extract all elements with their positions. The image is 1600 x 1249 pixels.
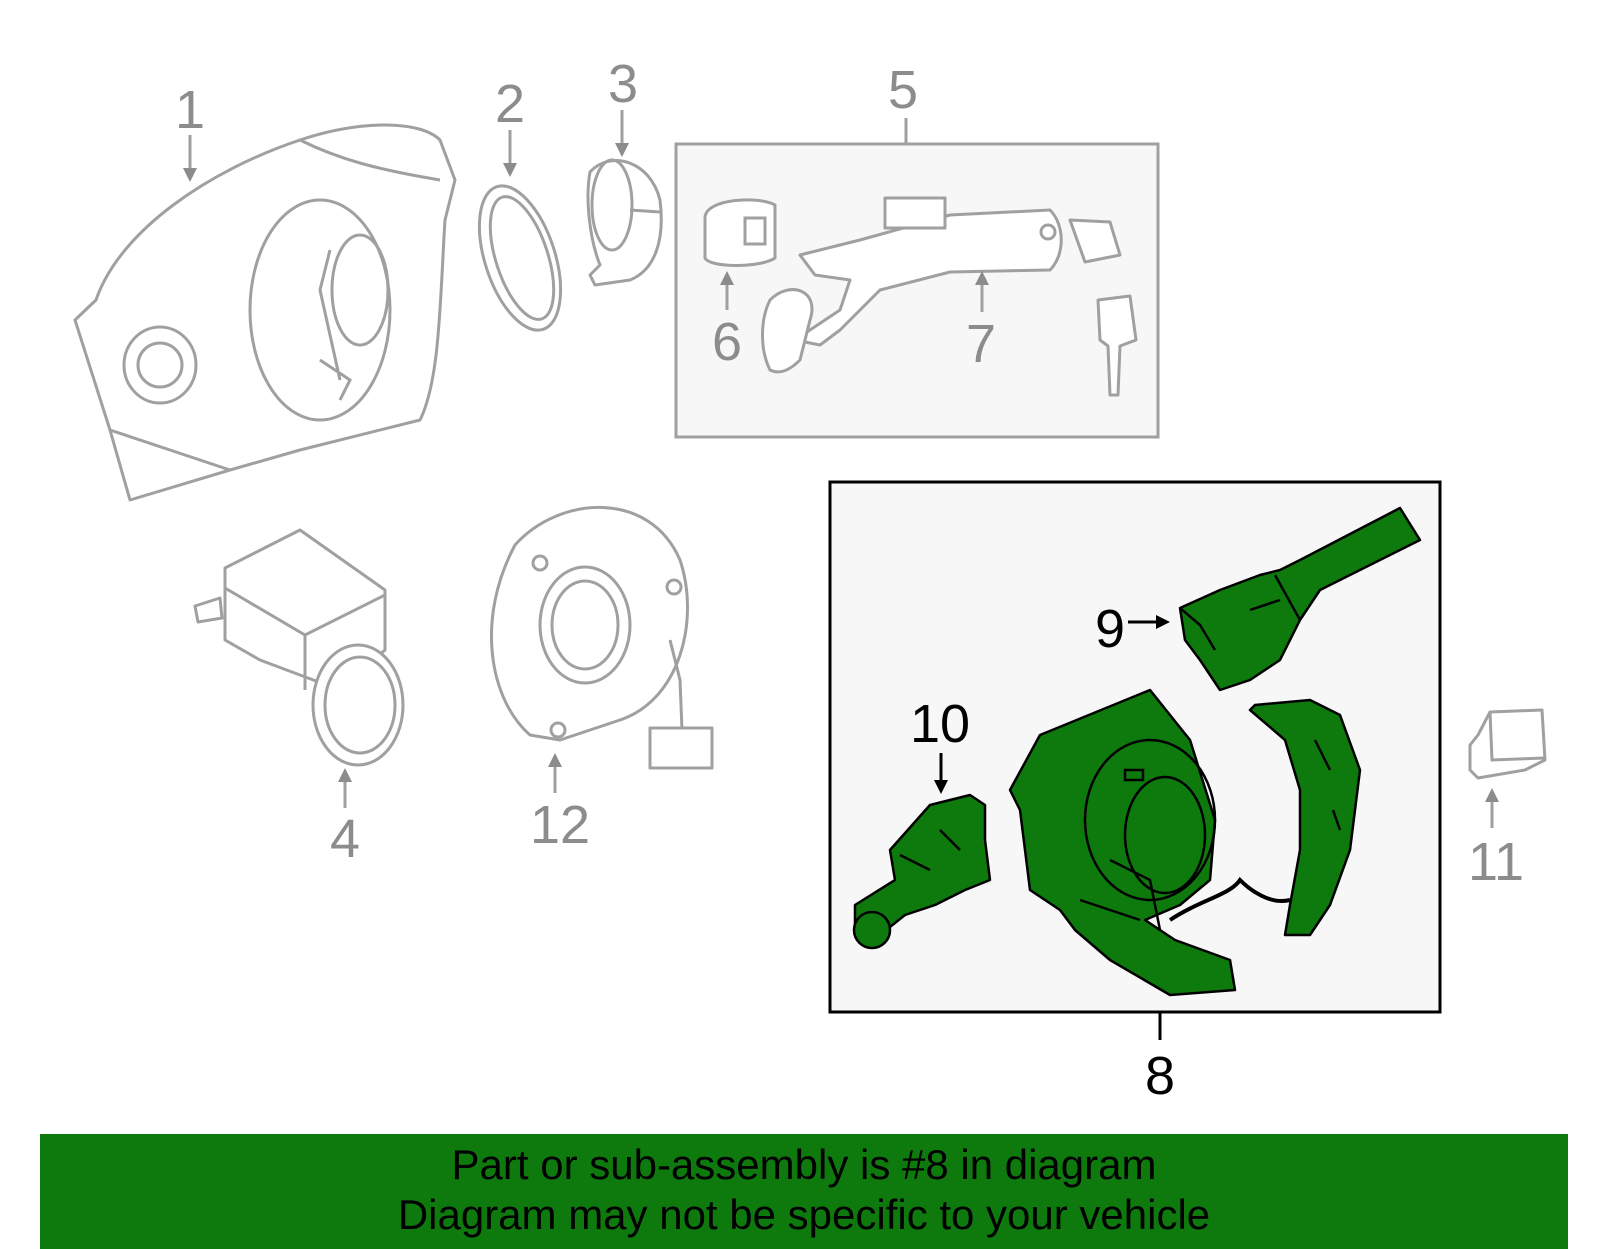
info-banner: Part or sub-assembly is #8 in diagram Di… xyxy=(40,1134,1568,1249)
callout-9: 9 xyxy=(1095,599,1170,659)
svg-text:1: 1 xyxy=(175,80,205,140)
part-8-wire xyxy=(1168,876,1291,922)
svg-text:6: 6 xyxy=(712,312,742,372)
svg-text:8: 8 xyxy=(1145,1046,1175,1106)
callout-12: 12 xyxy=(530,753,590,855)
callout-11: 11 xyxy=(1468,788,1524,892)
svg-text:9: 9 xyxy=(1095,599,1125,659)
part-8-clock-spring-green xyxy=(1008,688,1237,997)
svg-text:11: 11 xyxy=(1468,832,1524,892)
part-12-clock-spring xyxy=(489,506,714,770)
svg-text:7: 7 xyxy=(966,314,996,374)
callout-10: 10 xyxy=(910,694,970,794)
banner-line-1: Part or sub-assembly is #8 in diagram xyxy=(451,1141,1157,1188)
part-11-connector xyxy=(1468,708,1547,780)
banner-line-2: Diagram may not be specific to your vehi… xyxy=(397,1191,1211,1238)
part-key xyxy=(1096,294,1138,397)
part-3-sleeve xyxy=(586,158,663,287)
callout-4: 4 xyxy=(330,768,360,869)
part-9-wiper-switch xyxy=(1178,506,1422,692)
part-4-module xyxy=(193,528,405,767)
part-6-switch: 6 xyxy=(703,198,777,372)
callout-3: 3 xyxy=(608,54,638,157)
callout-2: 2 xyxy=(495,74,525,177)
svg-text:10: 10 xyxy=(910,694,970,754)
callout-1: 1 xyxy=(175,80,205,182)
part-7-lock-housing: 7 xyxy=(761,196,1122,374)
part-2-ring xyxy=(477,184,563,332)
part-1-column-shroud xyxy=(73,123,457,502)
svg-text:2: 2 xyxy=(495,74,525,134)
svg-text:12: 12 xyxy=(530,795,590,855)
svg-text:4: 4 xyxy=(330,809,360,869)
part-10-light-switch xyxy=(852,793,992,950)
svg-text:3: 3 xyxy=(608,54,638,114)
part-8-cover-green xyxy=(1248,698,1362,937)
svg-text:5: 5 xyxy=(888,60,918,120)
part-5-lock-assembly-box: 5 xyxy=(674,60,1160,439)
